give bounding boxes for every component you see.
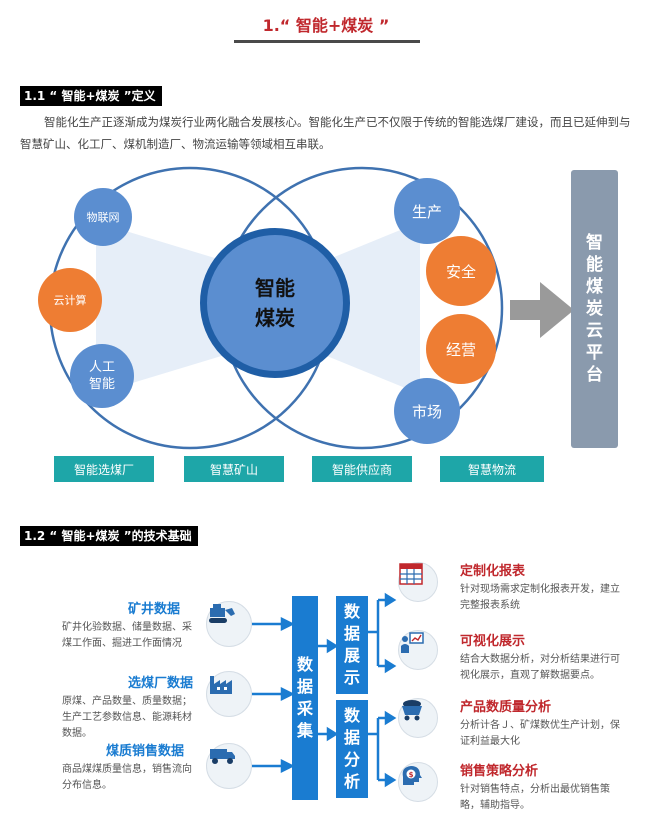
node-safety: 安全 [426,236,496,306]
center-smart-coal: 智能 煤炭 [200,228,350,378]
output-title-custom-report: 定制化报表 [460,564,526,579]
pill-smart-supplier: 智能供应商 [312,456,412,482]
svg-text:$: $ [409,771,414,779]
output-desc-visualization: 结合大数据分析，对分析结果进行可视化展示，直观了解数据要点。 [460,654,620,681]
factory-icon [206,671,252,717]
output-desc-sales-strategy: 针对销售特点，分析出最优销售策略，辅助指导。 [460,784,610,811]
output-title-product-quality: 产品数质量分析 [460,700,552,715]
source-desc-coal-sales: 商品煤煤质量信息，销售流向分布信息。 [62,764,192,791]
source-desc-mine: 矿井化验数据、储量数据、采煤工作面、掘进工作面情况 [62,622,192,649]
data-display-label: 数据展示 [343,602,360,687]
output-desc-custom-report: 针对现场需求定制化报表开发，建立完整报表系统 [460,584,620,611]
presentation-icon [398,630,438,670]
source-desc-prep-plant: 原煤、产品数量、质量数据；生产工艺参数信息、能源耗材数据。 [62,696,192,739]
page-title: 1.“ 智能+煤炭 ” [262,16,390,35]
node-operation: 经营 [426,314,496,384]
truck-icon [206,743,252,789]
node-production: 生产 [394,178,460,244]
data-analysis-label: 数据分析 [343,706,360,791]
cloud-platform-label: 智能煤炭云平台 [586,233,603,385]
venn-background [48,166,574,450]
node-market: 市场 [394,378,460,444]
output-desc-product-quality: 分析计各Ｊ、矿煤数优生产计划，保证利益最大化 [460,720,620,747]
data-collection-label: 数据采集 [296,655,313,740]
data-analysis-box: 数据分析 [336,700,368,798]
output-title-sales-strategy: 销售策略分析 [460,764,539,779]
node-iot: 物联网 [74,188,132,246]
pill-smart-coal-prep-plant: 智能选煤厂 [54,456,154,482]
section-1-heading: 1.1 “ 智能+煤炭 ”定义 [20,86,162,106]
report-table-icon [398,562,438,602]
coal-cart-icon [398,698,438,738]
arrow-right-icon [510,282,574,338]
money-head-icon: $ [398,762,438,802]
tech-connectors [252,592,397,788]
node-ai: 人工 智能 [70,344,134,408]
data-display-box: 数据展示 [336,596,368,694]
cloud-platform: 智能煤炭云平台 [571,170,618,448]
tech-foundation-diagram: 矿井数据 矿井化验数据、储量数据、采煤工作面、掘进工作面情况 选煤厂数据 原煤、… [20,548,636,818]
smart-coal-diagram: 物联网 云计算 人工 智能 智能 煤炭 生产 安全 经营 市场 智能煤炭云平台 … [18,164,634,486]
source-title-coal-sales: 煤质销售数据 [106,744,185,759]
section-2-heading: 1.2 “ 智能+煤炭 ”的技术基础 [20,526,198,546]
source-title-mine: 矿井数据 [128,602,181,617]
pill-smart-logistics: 智慧物流 [440,456,544,482]
right-fan [322,222,420,394]
data-collection-box: 数据采集 [292,596,318,800]
title-underline [234,40,420,43]
output-title-visualization: 可视化展示 [460,634,526,649]
node-cloud-computing: 云计算 [38,268,102,332]
excavator-icon [206,601,252,647]
section-1-paragraph: 智能化生产正逐渐成为煤炭行业两化融合发展核心。智能化生产已不仅限于传统的智能选煤… [20,115,631,151]
left-fan [96,222,228,394]
pill-smart-mine: 智慧矿山 [184,456,284,482]
source-title-prep-plant: 选煤厂数据 [128,676,194,691]
